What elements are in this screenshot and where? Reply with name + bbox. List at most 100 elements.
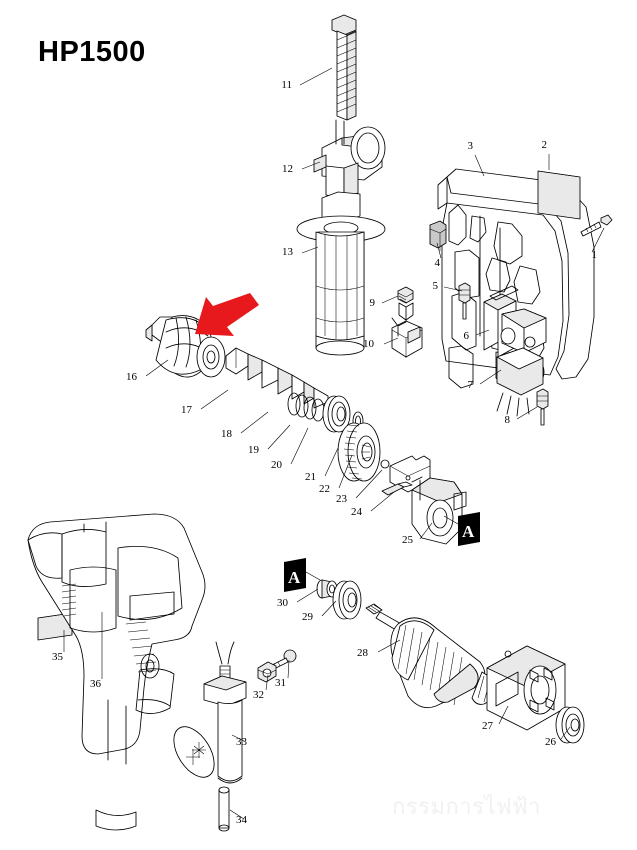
callout-number-18: 18 [221,428,233,440]
callout-number-6: 6 [464,330,470,342]
callout-leader-4 [436,242,442,259]
svg-text:A: A [462,522,475,541]
part-25-gear-housing-cap [411,477,467,545]
part-7-noise-suppressor [496,347,544,417]
callout-leader-6 [475,329,490,336]
callout-number-36: 36 [90,678,102,690]
callout-30: 30 [277,588,319,609]
callout-leader-24 [370,491,395,512]
section-marker-a-upper: A [443,512,480,546]
callout-number-7: 7 [468,379,474,391]
callout-11: 11 [281,67,333,91]
part-11-hex-bolt [331,14,357,121]
callout-leader-7 [479,369,502,385]
callout-number-34: 34 [236,814,248,826]
part-1-tapping-screw [580,214,613,237]
callout-number-13: 13 [282,246,294,258]
part-26-ball-bearing [555,706,585,744]
callout-24: 24 [351,491,395,518]
callout-27: 27 [482,705,509,732]
callout-leader-18 [240,411,269,434]
part-19-ball-bearing [322,395,351,433]
callout-22: 22 [319,454,353,495]
part-32-cord-clamp [257,661,277,683]
callout-number-26: 26 [545,736,557,748]
callout-29: 29 [302,600,337,623]
callout-number-24: 24 [351,506,363,518]
callout-21: 21 [305,447,339,483]
callout-number-30: 30 [277,597,289,609]
part-6-trigger-switch [483,285,547,358]
callout-leader-8 [516,406,538,420]
callout-leader-21 [324,447,339,477]
callout-20: 20 [271,427,309,471]
callout-leader-10 [383,337,399,345]
part-34-cord-pin [218,786,230,832]
callout-leader-25 [419,522,433,540]
part-22-steel-ball [380,459,390,469]
svg-text:A: A [288,568,301,587]
part-5-tapping-screw [458,282,471,320]
callout-number-9: 9 [370,297,376,309]
callout-leader-17 [200,389,229,410]
callout-12: 12 [282,161,321,175]
part-27-field-coil [486,645,566,731]
part-4-rubber-pad [429,220,447,251]
callout-number-1: 1 [592,249,598,261]
part-33-power-cord [173,641,247,784]
callout-number-23: 23 [336,493,348,505]
part-2-name-plate [537,170,581,220]
callout-number-5: 5 [433,280,439,292]
callout-layer: 1234567891011121316171819202122232425262… [52,67,605,826]
callout-leader-33 [231,734,245,742]
callout-number-33: 33 [236,736,248,748]
callout-13: 13 [282,246,319,258]
callout-number-29: 29 [302,611,314,623]
callout-2: 2 [542,139,550,170]
callout-number-10: 10 [363,338,375,350]
callout-leader-28 [377,639,401,653]
callout-4: 4 [435,242,442,269]
callout-number-8: 8 [505,414,511,426]
callout-leader-32 [265,674,269,691]
callout-number-4: 4 [435,257,441,269]
part-8-tapping-screw [536,388,549,426]
callout-leader-12 [301,161,321,170]
part-9-carbon-brush [397,286,414,334]
callout-36: 36 [90,612,103,690]
callout-10: 10 [363,337,399,350]
callout-3: 3 [468,140,485,177]
callout-34: 34 [229,809,248,826]
part-28-armature [365,603,519,709]
callout-leader-34 [229,809,245,820]
part-10-brush-holder [391,317,423,358]
section-marker-a-lower: A [284,558,321,592]
callout-leader-30 [296,588,319,603]
callout-6: 6 [464,329,490,342]
callout-leader-16 [145,359,169,377]
callout-8: 8 [505,406,538,426]
part-29-ball-bearing [332,580,362,620]
callout-number-31: 31 [275,677,286,689]
callout-number-22: 22 [319,483,330,495]
callout-leader-20 [290,427,309,465]
callout-31: 31 [275,659,290,689]
callout-32: 32 [253,674,269,701]
callout-leader-3 [474,154,485,177]
callout-number-2: 2 [542,139,548,151]
page-title: HP1500 [38,36,146,68]
callout-leader-19 [267,424,291,450]
callout-leader-27 [498,705,509,725]
callout-leader-26 [560,726,571,740]
callout-leader-22 [338,454,353,489]
red-highlight-arrow [195,293,259,336]
callout-35: 35 [52,630,65,663]
callout-5: 5 [433,280,463,292]
callout-number-17: 17 [181,404,193,416]
callout-7: 7 [468,369,502,391]
callout-leader-5 [443,286,463,292]
callout-number-35: 35 [52,651,64,663]
part-17-spindle [225,347,329,409]
